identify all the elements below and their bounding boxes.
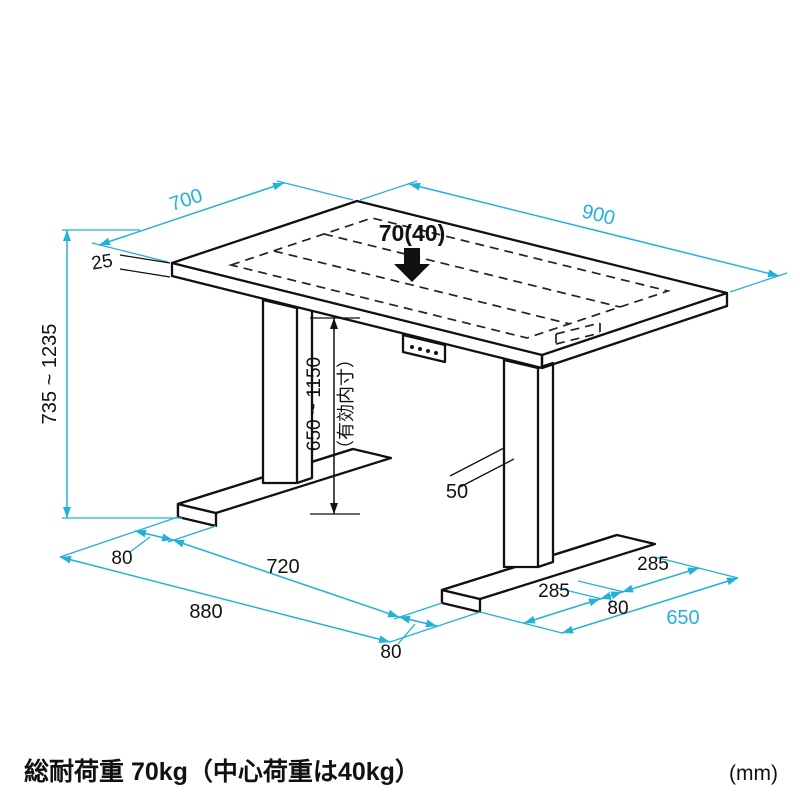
dim-width-label: 900 <box>580 200 618 229</box>
unit-label: (mm) <box>729 762 778 785</box>
dim-feet-gap-label: 720 <box>266 556 299 578</box>
floor-width-dimensions: 80 720 880 80 <box>59 516 481 663</box>
dim-outer-width-label: 880 <box>189 601 222 623</box>
dim-column-depth: 50 <box>446 447 515 503</box>
dim-foot-center-label: 80 <box>607 598 628 619</box>
top-load-label: 70(40) <box>379 220 445 246</box>
load-capacity-note: 総耐荷重 70kg（中心荷重は40kg） <box>24 758 420 786</box>
foot-length-dimensions: 285 80 285 650 <box>479 554 739 634</box>
dim-inner-height-label: 650 ~ 1150 <box>304 357 325 451</box>
right-leg-column <box>502 358 555 569</box>
dim-inner-height: 650 ~ 1150 （有効内寸） <box>304 317 360 515</box>
dim-foot-front-label: 285 <box>538 581 570 602</box>
dim-column-depth-label: 50 <box>446 481 468 503</box>
dim-right-foot-width-label: 80 <box>380 642 401 663</box>
dim-inner-height-note: （有効内寸） <box>336 350 356 458</box>
desk-dimension-diagram: 70(40) 700 900 25 735 ~ 1235 650 ~ 1150 … <box>39 180 788 663</box>
dim-foot-rear-label: 285 <box>637 554 669 575</box>
dim-height-range-label: 735 ~ 1235 <box>39 324 61 425</box>
dim-thickness: 25 <box>90 251 171 278</box>
dim-height-range: 735 ~ 1235 <box>39 229 182 519</box>
dim-thickness-label: 25 <box>90 251 114 275</box>
footer: 総耐荷重 70kg（中心荷重は40kg） (mm) <box>24 752 778 788</box>
dim-foot-total-label: 650 <box>666 607 699 629</box>
dim-left-foot-width-label: 80 <box>111 548 132 569</box>
right-foot <box>440 533 657 614</box>
dim-width: 900 <box>359 180 788 293</box>
height-controller <box>401 333 447 364</box>
